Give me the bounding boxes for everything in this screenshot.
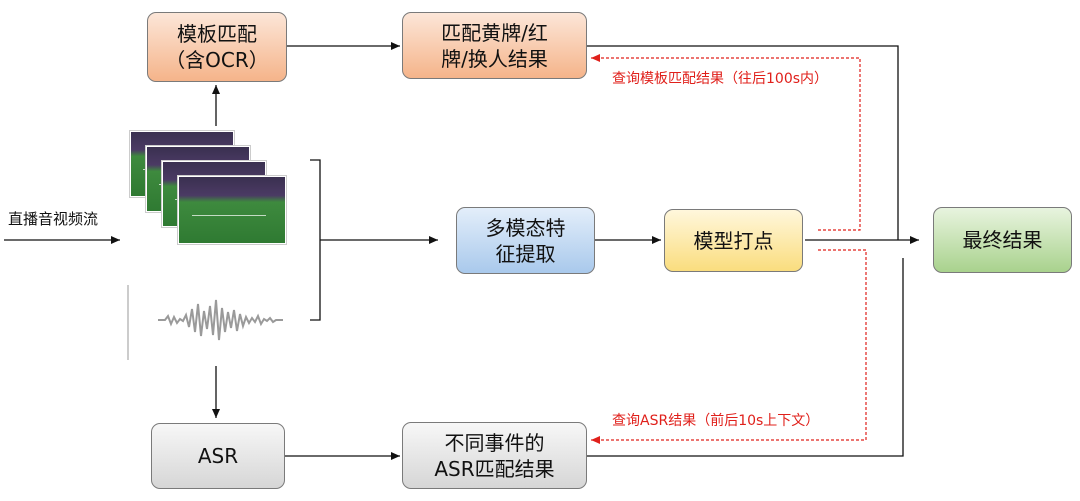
model-point-box: 模型打点 (664, 209, 803, 272)
input-stream-label: 直播音视频流 (8, 210, 99, 228)
box-text: 匹配黄牌/红 (441, 20, 548, 45)
card-result-box: 匹配黄牌/红 牌/换人结果 (402, 12, 587, 79)
dashed-query-asr (591, 249, 867, 444)
query-template-annotation: 查询模板匹配结果（往后100s内） (612, 71, 829, 87)
asr-box: ASR (151, 423, 285, 489)
line-card-to-final (587, 45, 899, 240)
template-match-box: 模板匹配 （含OCR） (147, 12, 287, 82)
box-text: ASR匹配结果 (434, 456, 555, 481)
video-frame (178, 176, 286, 244)
box-text: 模板匹配 (177, 22, 257, 46)
feature-extract-box: 多模态特 征提取 (456, 207, 595, 274)
box-text: 多模态特 (485, 215, 566, 240)
box-text: ASR (197, 444, 239, 468)
box-text: 征提取 (495, 241, 556, 266)
box-text: 模型打点 (693, 228, 774, 253)
dashed-query-template (591, 54, 861, 231)
asr-result-box: 不同事件的 ASR匹配结果 (402, 422, 587, 489)
audio-waveform (158, 299, 283, 341)
box-text: （含OCR） (165, 48, 269, 72)
box-text: 不同事件的 (444, 430, 545, 455)
line-asr-to-final (587, 258, 904, 457)
box-text: 最终结果 (962, 228, 1043, 252)
input-bracket (310, 159, 321, 321)
box-text: 牌/换人结果 (441, 46, 548, 71)
final-result-box: 最终结果 (933, 207, 1072, 273)
query-asr-annotation: 查询ASR结果（前后10s上下文） (612, 413, 820, 429)
